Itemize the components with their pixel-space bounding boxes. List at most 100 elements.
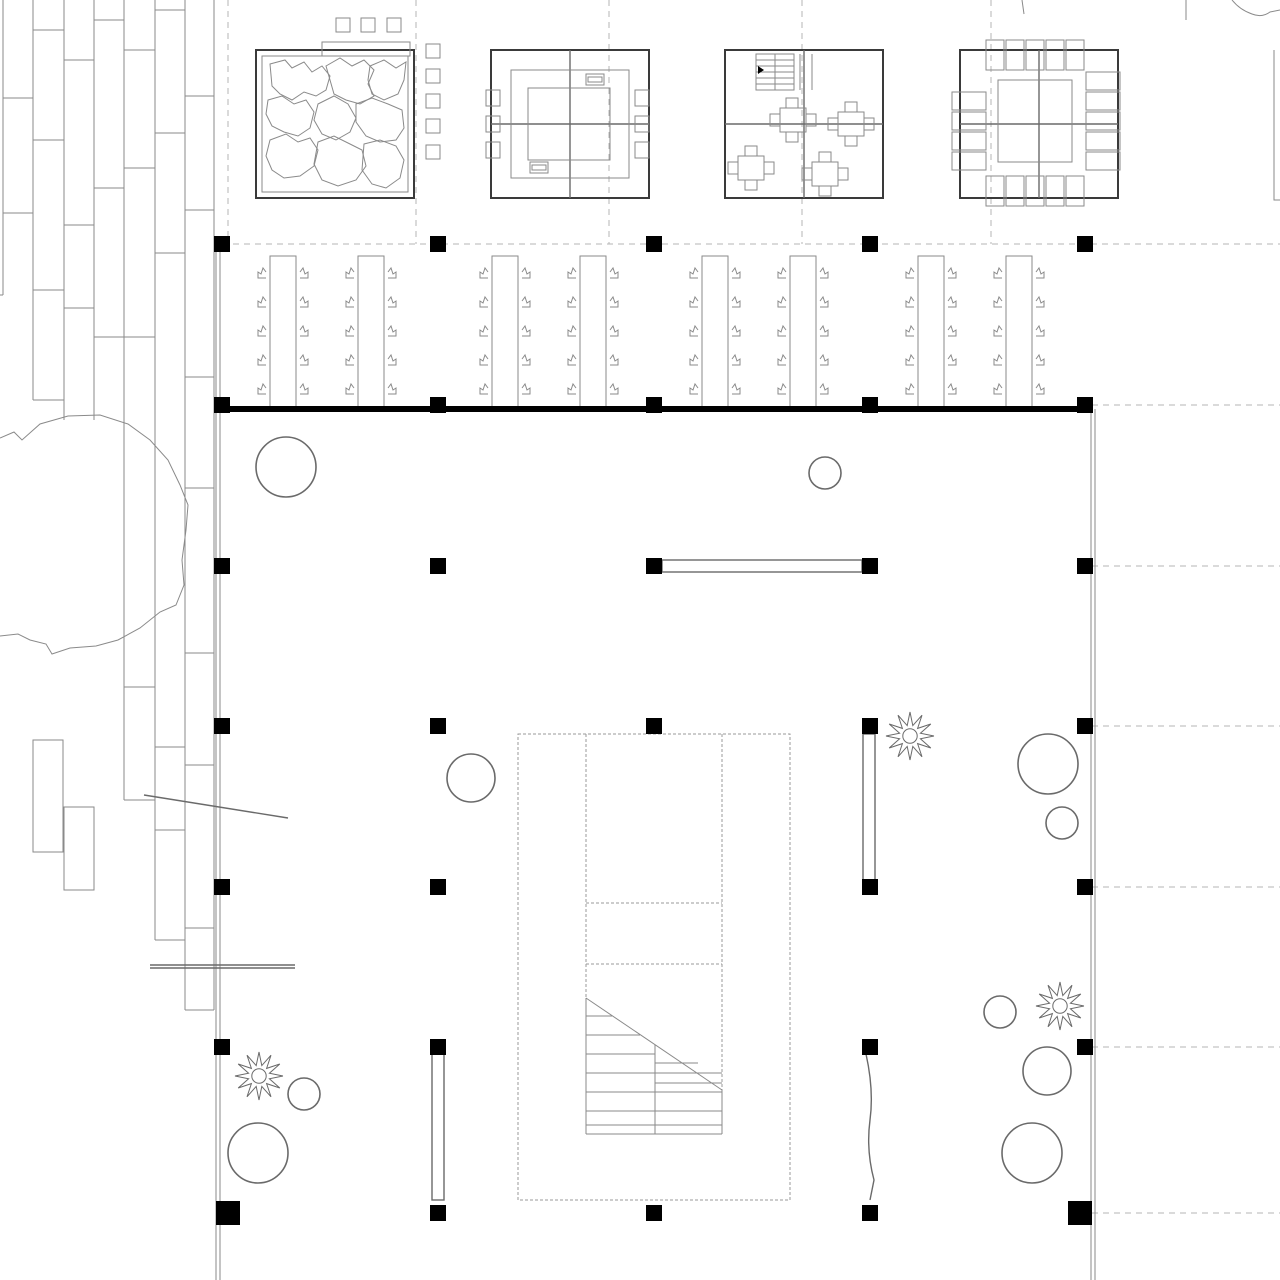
chair bbox=[345, 324, 355, 337]
column bbox=[214, 1039, 230, 1055]
column bbox=[1077, 879, 1093, 895]
column bbox=[1068, 1201, 1092, 1225]
potted-plant bbox=[1035, 981, 1085, 1031]
chair bbox=[819, 295, 829, 308]
chair bbox=[387, 353, 397, 366]
chair bbox=[777, 324, 787, 337]
chair bbox=[345, 295, 355, 308]
chair bbox=[609, 382, 619, 395]
chair bbox=[947, 295, 957, 308]
column bbox=[1077, 1039, 1093, 1055]
column bbox=[1077, 236, 1093, 252]
chair bbox=[731, 266, 741, 279]
chair bbox=[299, 353, 309, 366]
round-table bbox=[1001, 1122, 1063, 1184]
chair bbox=[479, 382, 489, 395]
chair bbox=[993, 266, 1003, 279]
column bbox=[1077, 718, 1093, 734]
chair bbox=[993, 324, 1003, 337]
chair bbox=[387, 295, 397, 308]
chair bbox=[993, 353, 1003, 366]
round-table bbox=[808, 456, 842, 490]
column bbox=[1077, 397, 1093, 413]
chair bbox=[947, 382, 957, 395]
column bbox=[646, 718, 662, 734]
column bbox=[430, 397, 446, 413]
round-table bbox=[1017, 733, 1079, 795]
chair bbox=[819, 266, 829, 279]
chair bbox=[993, 295, 1003, 308]
column bbox=[216, 1201, 240, 1225]
chair bbox=[521, 266, 531, 279]
chair bbox=[567, 324, 577, 337]
round-table bbox=[1022, 1046, 1072, 1096]
column bbox=[862, 236, 878, 252]
chair bbox=[947, 353, 957, 366]
chair bbox=[521, 353, 531, 366]
chair bbox=[257, 324, 267, 337]
column bbox=[646, 1205, 662, 1221]
chair bbox=[479, 353, 489, 366]
chair bbox=[521, 324, 531, 337]
chair bbox=[689, 382, 699, 395]
chair bbox=[345, 382, 355, 395]
column bbox=[862, 558, 878, 574]
chair bbox=[1035, 353, 1045, 366]
chair bbox=[299, 382, 309, 395]
potted-plant bbox=[234, 1051, 284, 1101]
chair bbox=[1035, 324, 1045, 337]
column bbox=[430, 1205, 446, 1221]
partition-walls bbox=[431, 559, 876, 1201]
column bbox=[214, 718, 230, 734]
round-table bbox=[287, 1077, 321, 1111]
paving-pattern bbox=[0, 0, 215, 1011]
grid-lines bbox=[222, 0, 1280, 1214]
chair bbox=[947, 324, 957, 337]
chair bbox=[689, 266, 699, 279]
chair bbox=[905, 353, 915, 366]
column bbox=[430, 558, 446, 574]
chair bbox=[299, 266, 309, 279]
cafe-table-group bbox=[727, 97, 875, 197]
chair bbox=[1035, 266, 1045, 279]
chair bbox=[731, 295, 741, 308]
chair bbox=[567, 266, 577, 279]
seating-ring-module bbox=[951, 39, 1121, 207]
counter-module bbox=[485, 49, 650, 199]
chair bbox=[479, 295, 489, 308]
chair bbox=[947, 266, 957, 279]
chair bbox=[387, 382, 397, 395]
potted-plants bbox=[234, 711, 1085, 1101]
chair bbox=[609, 353, 619, 366]
chair bbox=[731, 324, 741, 337]
round-table bbox=[983, 995, 1017, 1029]
chair bbox=[521, 295, 531, 308]
round-table bbox=[227, 1122, 289, 1184]
atrium-stair bbox=[517, 733, 791, 1201]
column bbox=[646, 558, 662, 574]
chair bbox=[609, 266, 619, 279]
cafe-module bbox=[724, 49, 884, 199]
potted-plant-core bbox=[902, 728, 918, 744]
column bbox=[646, 397, 662, 413]
structural-columns bbox=[214, 236, 1093, 1225]
potted-plant bbox=[885, 711, 935, 761]
column bbox=[862, 1205, 878, 1221]
column bbox=[214, 397, 230, 413]
chair bbox=[299, 324, 309, 337]
entry-door bbox=[143, 794, 295, 969]
chair bbox=[905, 382, 915, 395]
chair bbox=[1035, 382, 1045, 395]
chair bbox=[777, 266, 787, 279]
chair bbox=[819, 353, 829, 366]
long-tables bbox=[269, 255, 1033, 409]
chair bbox=[257, 295, 267, 308]
chair bbox=[905, 324, 915, 337]
column bbox=[214, 236, 230, 252]
site-edge-fragments bbox=[1021, 0, 1280, 201]
chair bbox=[257, 353, 267, 366]
chair bbox=[1035, 295, 1045, 308]
tree-canopy bbox=[0, 414, 189, 655]
chair bbox=[689, 324, 699, 337]
chair bbox=[567, 295, 577, 308]
